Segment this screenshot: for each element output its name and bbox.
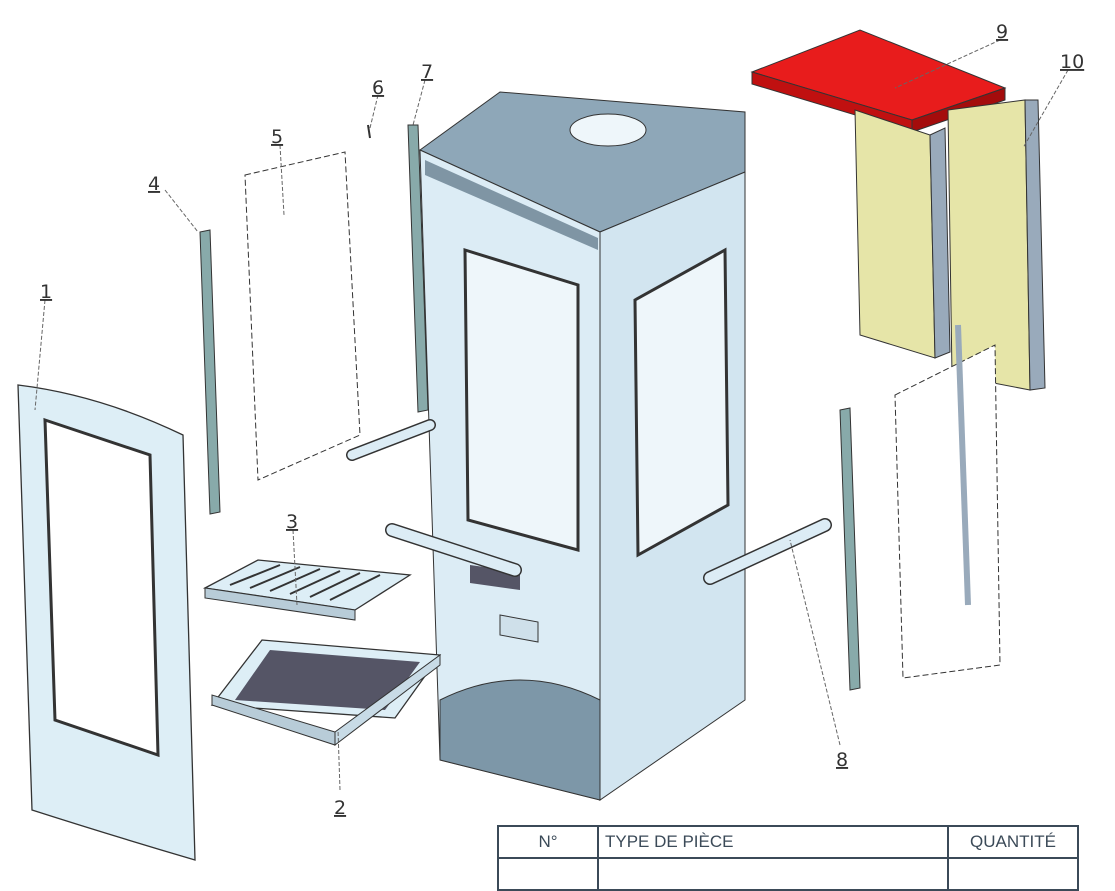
- callout-2: 2: [334, 797, 346, 819]
- callout-6: 6: [372, 77, 384, 99]
- right-rail: [839, 407, 861, 691]
- header-type: TYPE DE PIÈCE: [597, 825, 949, 859]
- part-2-ash-pan: [210, 639, 442, 747]
- callout-3: 3: [286, 511, 298, 533]
- callout-5: 5: [271, 126, 283, 148]
- right-glass: [894, 344, 1001, 679]
- handle-rods: [346, 419, 832, 585]
- part-6-clip: [367, 124, 371, 139]
- part-1-front-panel: [17, 384, 196, 861]
- part-7-rail: [407, 124, 429, 413]
- header-quantity: QUANTITÉ: [947, 825, 1079, 859]
- callout-lines: [34, 39, 1069, 791]
- part-10-side-panels: [854, 99, 1046, 391]
- callout-9: 9: [996, 21, 1008, 43]
- part-4-rail: [199, 229, 221, 515]
- callout-10: 10: [1060, 51, 1084, 73]
- right-rail-inner: [955, 324, 971, 606]
- callout-1: 1: [40, 281, 52, 303]
- exploded-diagram: 1 2 3 4 5 6 7 8 9 10: [17, 21, 1084, 861]
- header-number: N°: [497, 825, 599, 859]
- callout-8: 8: [836, 749, 848, 771]
- part-5-glass: [244, 151, 361, 481]
- table-header-row: N° TYPE DE PIÈCE QUANTITÉ: [497, 825, 1079, 859]
- parts-table: N° TYPE DE PIÈCE QUANTITÉ: [497, 825, 1079, 891]
- callout-4: 4: [148, 173, 160, 195]
- stove-body: [419, 91, 746, 801]
- callout-7: 7: [421, 61, 433, 83]
- part-3-grate: [202, 559, 412, 621]
- table-row: [497, 857, 1079, 891]
